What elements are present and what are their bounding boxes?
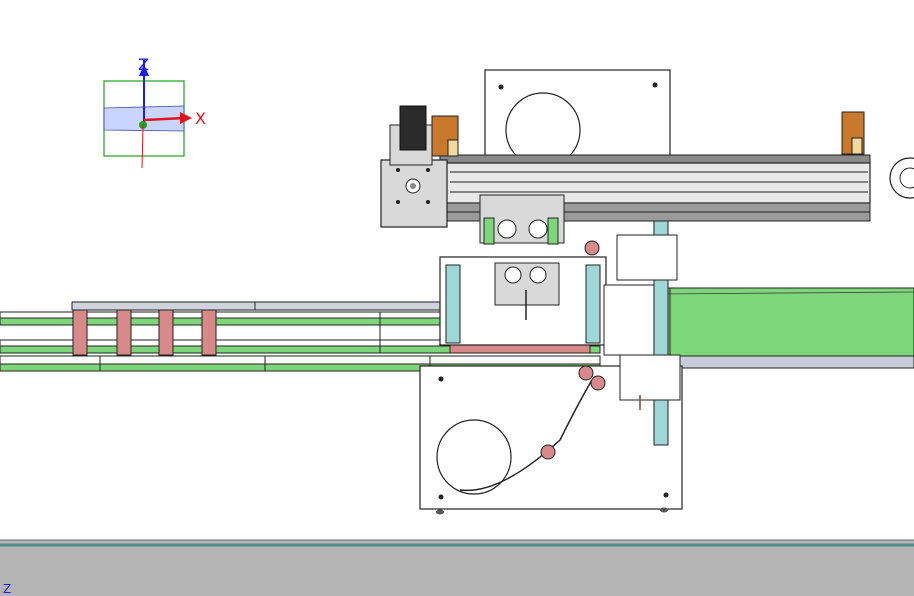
carriage[interactable]: [479, 194, 600, 256]
back-panel: [484, 69, 671, 168]
z-arrow-icon: [139, 64, 149, 76]
edge-flange: [889, 157, 914, 199]
rollers: [72, 309, 591, 356]
teal-post: [616, 219, 681, 446]
x-axis-label: X: [195, 109, 206, 128]
floor-plane: [0, 539, 914, 596]
left-conveyor[interactable]: [0, 301, 601, 372]
z-axis-label: Z: [138, 55, 149, 74]
inspection-head[interactable]: [439, 256, 655, 356]
orientation-triad[interactable]: Z X: [103, 55, 206, 169]
x-axis: [143, 116, 186, 122]
motor-block[interactable]: [380, 105, 448, 228]
triad-leg: [141, 124, 144, 169]
x-arrow-icon: [180, 112, 192, 124]
tape-reel: [436, 419, 512, 495]
right-conveyor[interactable]: [654, 287, 914, 369]
corner-axis-label: Z: [3, 582, 12, 596]
